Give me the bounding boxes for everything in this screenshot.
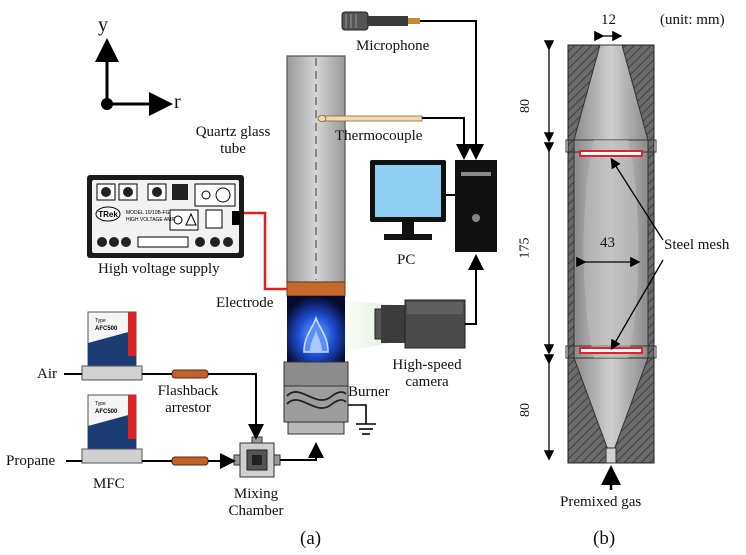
electrode-ring	[286, 281, 346, 297]
mfc-propane-type: Type	[95, 401, 106, 407]
coordinate-axes	[95, 38, 173, 116]
camera-label: High-speed camera	[382, 357, 472, 392]
burner	[283, 361, 349, 435]
thermocouple-label: Thermocouple	[335, 128, 423, 144]
microphone-label: Microphone	[356, 38, 430, 54]
mfc-air-unit	[81, 311, 143, 381]
pc-tower	[455, 160, 497, 252]
ground-symbol	[348, 404, 376, 435]
flashback-label-line1: Flashback	[157, 383, 219, 399]
quartz-glass-tube	[286, 55, 346, 283]
dimension-lines	[543, 30, 664, 490]
mixing-chamber-label: Mixing Chamber	[218, 486, 294, 521]
quartz-tube-label-line1: Quartz glass	[195, 124, 271, 140]
high-voltage-supply	[87, 175, 244, 258]
quartz-tube-label-line2: tube	[220, 141, 246, 158]
high-voltage-wire	[244, 211, 287, 291]
mfc-air-type: Type	[95, 318, 106, 324]
unit-label: (unit: mm)	[660, 12, 725, 28]
dim-lower: 80	[517, 403, 533, 418]
pc-label: PC	[397, 252, 416, 268]
air-label: Air	[37, 366, 57, 382]
steel-mesh-upper	[579, 150, 643, 157]
electrode-label: Electrode	[216, 295, 274, 311]
mixing-chamber-label-line1: Mixing	[233, 486, 279, 502]
dim-upper: 80	[517, 99, 533, 114]
burner-cross-section	[565, 44, 657, 464]
thermocouple-probe	[317, 115, 423, 122]
camera-label-line1: High-speed	[392, 357, 462, 373]
mfc-air-model: AFC500	[95, 326, 118, 332]
mfc-propane-unit	[81, 394, 143, 464]
flashback-label: Flashback arrestor	[148, 383, 228, 418]
hv-model-line2: HIGH VOLTAGE AMP.	[126, 217, 175, 223]
hv-brand-label: TRek	[98, 210, 118, 219]
dim-inner-width: 43	[600, 235, 615, 251]
microphone	[341, 11, 420, 31]
camera-label-line2: camera	[405, 374, 449, 391]
flashback-arrestor-air	[171, 369, 209, 379]
mfc-propane-model: AFC500	[95, 409, 118, 415]
mixing-chamber-label-line2: Chamber	[228, 503, 284, 520]
premixed-gas-label: Premixed gas	[560, 494, 642, 510]
caption-a: (a)	[300, 528, 322, 549]
flashback-arrestor-propane	[171, 456, 209, 466]
pc-monitor	[370, 160, 446, 240]
mfc-label: MFC	[93, 476, 125, 492]
mixing-chamber	[233, 436, 281, 478]
quartz-tube-label: Quartz glass tube	[178, 124, 288, 159]
steel-mesh-label: Steel mesh	[664, 237, 730, 253]
dim-middle: 175	[517, 237, 533, 259]
connection-lines	[64, 20, 484, 469]
dim-top-width: 12	[601, 12, 616, 28]
axis-r-label: r	[174, 91, 181, 113]
hv-model-line1: MODEL 10/10B-FG	[126, 210, 170, 216]
hv-supply-label: High voltage supply	[98, 261, 220, 277]
flashback-label-line2: arrestor	[165, 400, 211, 417]
high-speed-camera	[374, 299, 466, 349]
steel-mesh-lower	[579, 347, 643, 354]
burner-label: Burner	[348, 384, 390, 400]
caption-b: (b)	[593, 528, 616, 549]
propane-label: Propane	[6, 453, 56, 469]
flame	[287, 296, 345, 362]
axis-y-label: y	[98, 14, 108, 36]
